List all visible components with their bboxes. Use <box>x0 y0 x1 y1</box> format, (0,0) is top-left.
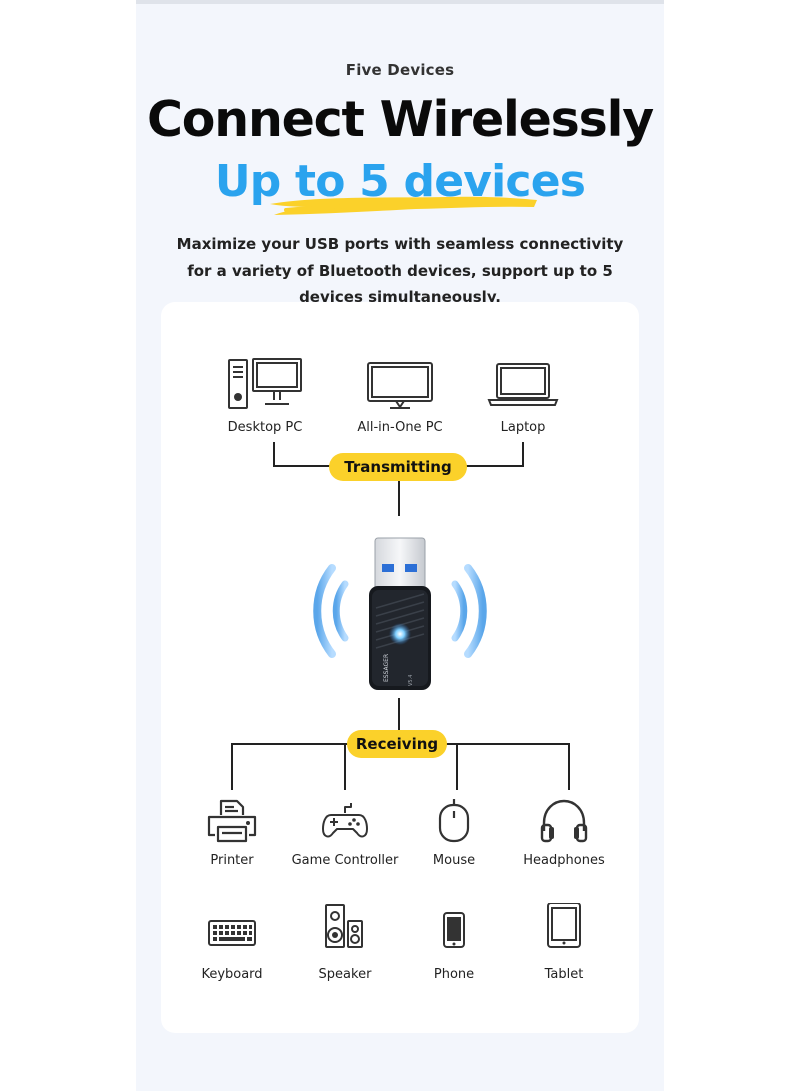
page-title: Connect Wirelessly <box>147 91 654 148</box>
connector-line <box>398 466 400 516</box>
receiver-keyboard: Keyboard <box>167 903 297 982</box>
yellow-brush-stroke <box>270 196 537 215</box>
connectivity-diagram-card: Desktop PC All-in-One PC Laptop Transmit… <box>161 302 639 1033</box>
device-label: Printer <box>210 853 254 868</box>
receiver-game-controller: Game Controller <box>280 797 410 868</box>
transmitting-label: Transmitting <box>329 453 467 481</box>
usb-bluetooth-adapter-icon: ESSAGER V5.4 <box>313 537 487 690</box>
connector-line <box>231 744 233 790</box>
mouse-icon <box>438 799 470 843</box>
device-label: Game Controller <box>291 853 399 868</box>
receiver-printer: Printer <box>167 797 297 868</box>
transmitter-laptop: Laptop <box>458 356 588 435</box>
headphones-icon <box>540 799 588 843</box>
device-label: Laptop <box>500 420 546 435</box>
subheadline-block: Up to 5 devices <box>136 150 664 220</box>
subheadline: Up to 5 devices <box>214 156 586 207</box>
device-label: Tablet <box>544 967 584 982</box>
transmitter-all-in-one-pc: All-in-One PC <box>335 356 465 435</box>
receiver-tablet: Tablet <box>499 903 629 982</box>
receiver-phone: Phone <box>389 903 519 982</box>
receiving-label: Receiving <box>347 730 447 758</box>
device-label: Keyboard <box>201 967 263 982</box>
phone-icon <box>443 912 465 948</box>
device-label: Desktop PC <box>227 420 303 435</box>
adapter-brand-text: ESSAGER <box>383 654 390 682</box>
transmitter-desktop-pc: Desktop PC <box>200 356 330 435</box>
connector-line <box>568 744 570 790</box>
speaker-icon <box>325 904 363 948</box>
tablet-icon <box>547 903 581 948</box>
device-label: Phone <box>433 967 475 982</box>
receiver-speaker: Speaker <box>280 903 410 982</box>
device-label: Headphones <box>523 853 605 868</box>
eyebrow-text: Five Devices <box>345 61 455 79</box>
laptop-icon <box>487 363 559 406</box>
adapter-version-text: V5.4 <box>408 675 414 686</box>
keyboard-icon <box>208 920 256 946</box>
connector-line <box>344 744 346 790</box>
receiver-mouse: Mouse <box>389 797 519 868</box>
connector-line <box>456 744 458 790</box>
all-in-one-pc-icon <box>367 362 433 409</box>
connector-line <box>273 442 275 466</box>
device-label: Speaker <box>318 967 372 982</box>
connector-line <box>522 442 524 466</box>
desktop-pc-icon <box>228 358 302 409</box>
description-text: Maximize your USB ports with seamless co… <box>176 235 624 306</box>
device-label: All-in-One PC <box>357 420 443 435</box>
top-divider <box>136 0 664 4</box>
device-label: Mouse <box>432 853 476 868</box>
game-controller-icon <box>322 803 368 838</box>
connector-line <box>398 698 400 744</box>
receiver-headphones: Headphones <box>499 797 629 868</box>
printer-icon <box>207 799 257 843</box>
